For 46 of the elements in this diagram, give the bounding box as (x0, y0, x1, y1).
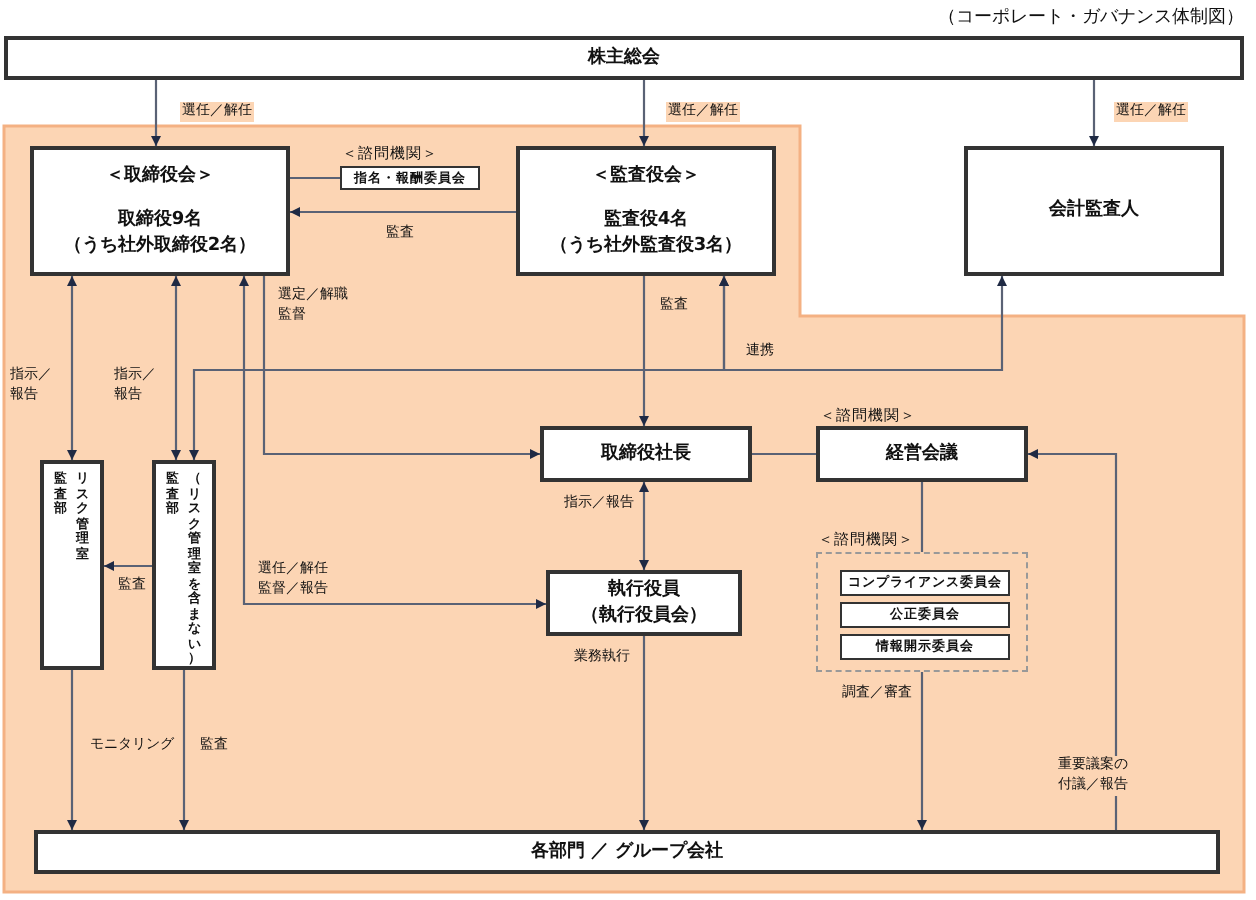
org-box (840, 602, 1010, 628)
box-text: （執行役員会） (581, 603, 707, 628)
org-box (34, 830, 1220, 874)
arrow (171, 276, 181, 460)
org-box (152, 460, 216, 670)
box-text: 監査役4名 (603, 208, 689, 234)
arrow (179, 670, 189, 830)
connector-line (920, 482, 924, 552)
diagram-title: （コーポレート・ガバナンス体制図） (938, 5, 1244, 30)
box-text: （うち社外監査役3名） (549, 233, 743, 258)
connector-line (752, 452, 816, 456)
arrow (719, 276, 1007, 372)
box-text: 取締役9名 (117, 208, 203, 234)
box-text: 株主総会 (588, 45, 660, 71)
org-box (516, 146, 776, 276)
arrow (639, 80, 649, 146)
org-box (40, 460, 104, 670)
box-text: 経営会議 (886, 441, 958, 467)
box-text: （うち社外取締役2名） (63, 233, 257, 258)
org-box (4, 36, 1244, 80)
box-title: ＜取締役会＞ (106, 164, 214, 189)
box-text: 会計監査人 (1049, 198, 1139, 224)
box-text: 各部門 ／ グループ会社 (530, 839, 724, 865)
org-box (840, 634, 1010, 660)
connector-line (290, 176, 340, 180)
arrow (104, 561, 152, 571)
org-box (840, 570, 1010, 596)
org-box (30, 146, 290, 276)
box-title: ＜監査役会＞ (592, 164, 700, 189)
arrow (290, 207, 516, 217)
arrow (639, 636, 649, 830)
arrow (262, 276, 540, 459)
arrow (917, 672, 927, 830)
box-title: 執行役員 (608, 578, 680, 603)
arrow (1089, 80, 1099, 146)
arrow (639, 276, 649, 426)
org-box (540, 426, 752, 482)
arrow (1028, 449, 1118, 830)
box-text: 取締役社長 (601, 441, 691, 467)
org-box (964, 146, 1224, 276)
arrow (151, 80, 161, 146)
arrow (67, 670, 77, 830)
arrow (639, 482, 649, 570)
arrow (67, 276, 77, 460)
org-box (546, 570, 742, 636)
arrow (239, 276, 546, 609)
